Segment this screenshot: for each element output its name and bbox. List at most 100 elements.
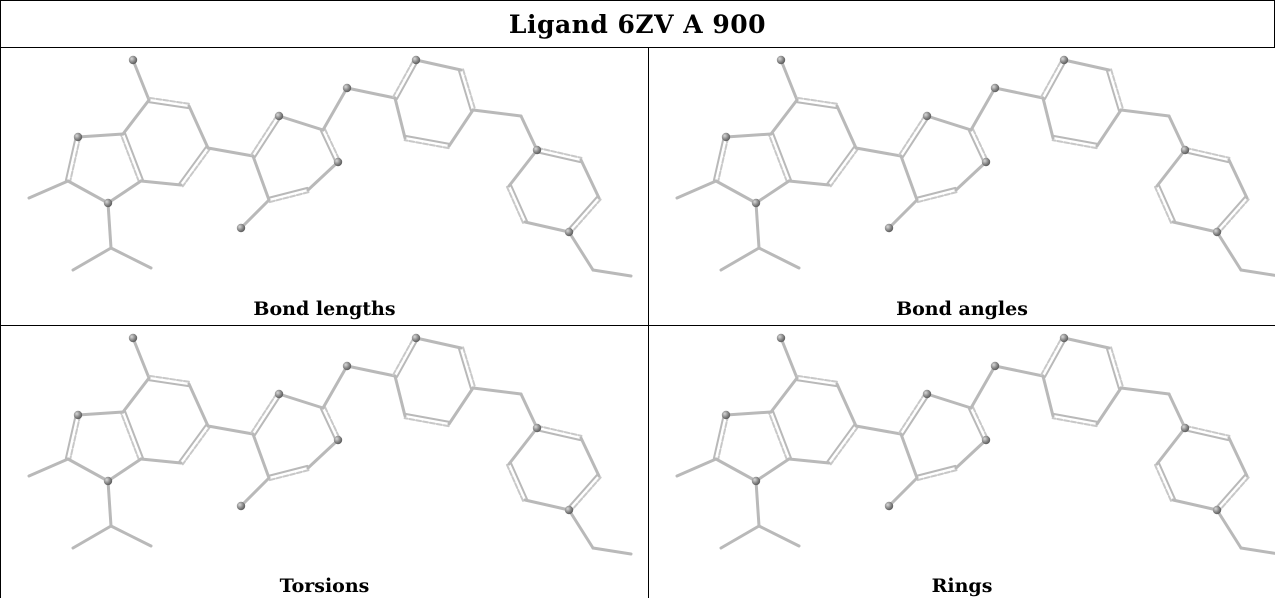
double-bond bbox=[767, 133, 788, 183]
single-bond bbox=[66, 457, 110, 483]
double-bond bbox=[268, 191, 310, 204]
single-bond bbox=[507, 426, 539, 466]
single-bond bbox=[109, 524, 153, 548]
single-bond bbox=[519, 392, 539, 430]
single-bond bbox=[277, 114, 325, 132]
double-bond bbox=[119, 133, 140, 183]
single-bond bbox=[754, 179, 791, 205]
single-bond bbox=[523, 220, 571, 234]
single-bond bbox=[471, 108, 523, 118]
double-bond bbox=[535, 151, 582, 164]
single-bond bbox=[719, 246, 761, 272]
single-bond bbox=[757, 246, 801, 270]
single-bond bbox=[724, 132, 773, 139]
single-bond bbox=[724, 410, 773, 417]
heteroatom-sphere bbox=[411, 55, 421, 65]
single-bond bbox=[187, 104, 210, 150]
single-bond bbox=[954, 438, 988, 470]
heteroatom-sphere bbox=[981, 157, 991, 167]
double-bond bbox=[1217, 476, 1250, 513]
panel-rings: Rings bbox=[649, 326, 1275, 598]
atom-group bbox=[721, 55, 1222, 237]
single-bond bbox=[835, 104, 858, 150]
double-bond bbox=[462, 68, 477, 111]
single-bond bbox=[251, 432, 271, 480]
single-bond bbox=[239, 198, 271, 230]
single-bond bbox=[1171, 498, 1219, 512]
panel-caption: Torsions bbox=[279, 575, 370, 597]
double-bond bbox=[717, 136, 730, 183]
single-bond bbox=[106, 179, 143, 205]
double-bond bbox=[124, 132, 145, 182]
single-bond bbox=[206, 424, 255, 436]
column-divider bbox=[648, 47, 649, 598]
heteroatom-sphere bbox=[981, 435, 991, 445]
heteroatom-sphere bbox=[751, 198, 761, 208]
double-bond bbox=[916, 469, 958, 482]
single-bond bbox=[925, 392, 973, 410]
single-bond bbox=[1171, 220, 1219, 234]
double-bond bbox=[395, 60, 419, 101]
single-bond bbox=[591, 546, 633, 556]
single-bond bbox=[321, 364, 349, 410]
double-bond bbox=[1158, 462, 1177, 501]
double-bond bbox=[148, 374, 191, 383]
double-bond bbox=[1105, 347, 1120, 390]
double-bond bbox=[795, 379, 838, 388]
double-bond bbox=[826, 145, 856, 185]
atom-group bbox=[73, 55, 574, 237]
molecule-diagram bbox=[27, 333, 633, 556]
double-bond bbox=[267, 464, 309, 477]
single-bond bbox=[1119, 386, 1171, 396]
single-bond bbox=[1119, 108, 1171, 118]
single-bond bbox=[899, 432, 919, 480]
double-bond bbox=[1051, 139, 1098, 150]
heteroatom-sphere bbox=[333, 157, 343, 167]
single-bond bbox=[779, 58, 799, 102]
double-bond bbox=[1052, 134, 1099, 145]
double-bond bbox=[253, 394, 282, 437]
double-bond bbox=[1184, 146, 1231, 159]
double-bond bbox=[505, 463, 524, 502]
single-bond bbox=[27, 457, 70, 478]
single-bond bbox=[719, 524, 761, 550]
single-bond bbox=[523, 498, 571, 512]
double-bond bbox=[320, 129, 338, 164]
table-left-border bbox=[0, 0, 1, 598]
heteroatom-sphere bbox=[776, 55, 786, 65]
heteroatom-sphere bbox=[990, 83, 1000, 93]
single-bond bbox=[1167, 114, 1187, 152]
heteroatom-sphere bbox=[73, 132, 83, 142]
double-bond bbox=[1043, 60, 1067, 101]
heteroatom-sphere bbox=[1212, 227, 1222, 237]
single-bond bbox=[579, 436, 601, 478]
single-bond bbox=[1041, 96, 1055, 140]
single-bond bbox=[106, 457, 143, 483]
single-bond bbox=[414, 58, 463, 72]
double-bond bbox=[404, 134, 451, 145]
double-bond bbox=[181, 148, 211, 188]
single-bond bbox=[109, 246, 153, 270]
single-bond bbox=[71, 524, 113, 550]
heteroatom-sphere bbox=[776, 333, 786, 343]
double-bond bbox=[796, 96, 839, 105]
single-bond bbox=[887, 476, 919, 508]
double-bond bbox=[253, 116, 282, 159]
single-bond bbox=[471, 386, 523, 396]
header-divider bbox=[0, 47, 1275, 48]
single-bond bbox=[1215, 508, 1243, 550]
heteroatom-sphere bbox=[1212, 505, 1222, 515]
single-bond bbox=[1239, 268, 1275, 277]
panel-caption: Bond lengths bbox=[253, 298, 396, 320]
double-bond bbox=[717, 414, 730, 461]
single-bond bbox=[306, 160, 340, 192]
double-bond bbox=[829, 426, 859, 466]
double-bond bbox=[767, 411, 788, 461]
single-bond bbox=[76, 132, 125, 139]
double-bond bbox=[510, 184, 529, 223]
double-bond bbox=[829, 148, 859, 188]
double-bond bbox=[148, 96, 191, 105]
single-bond bbox=[1167, 392, 1187, 430]
double-bond bbox=[901, 116, 930, 159]
double-bond bbox=[569, 198, 602, 235]
